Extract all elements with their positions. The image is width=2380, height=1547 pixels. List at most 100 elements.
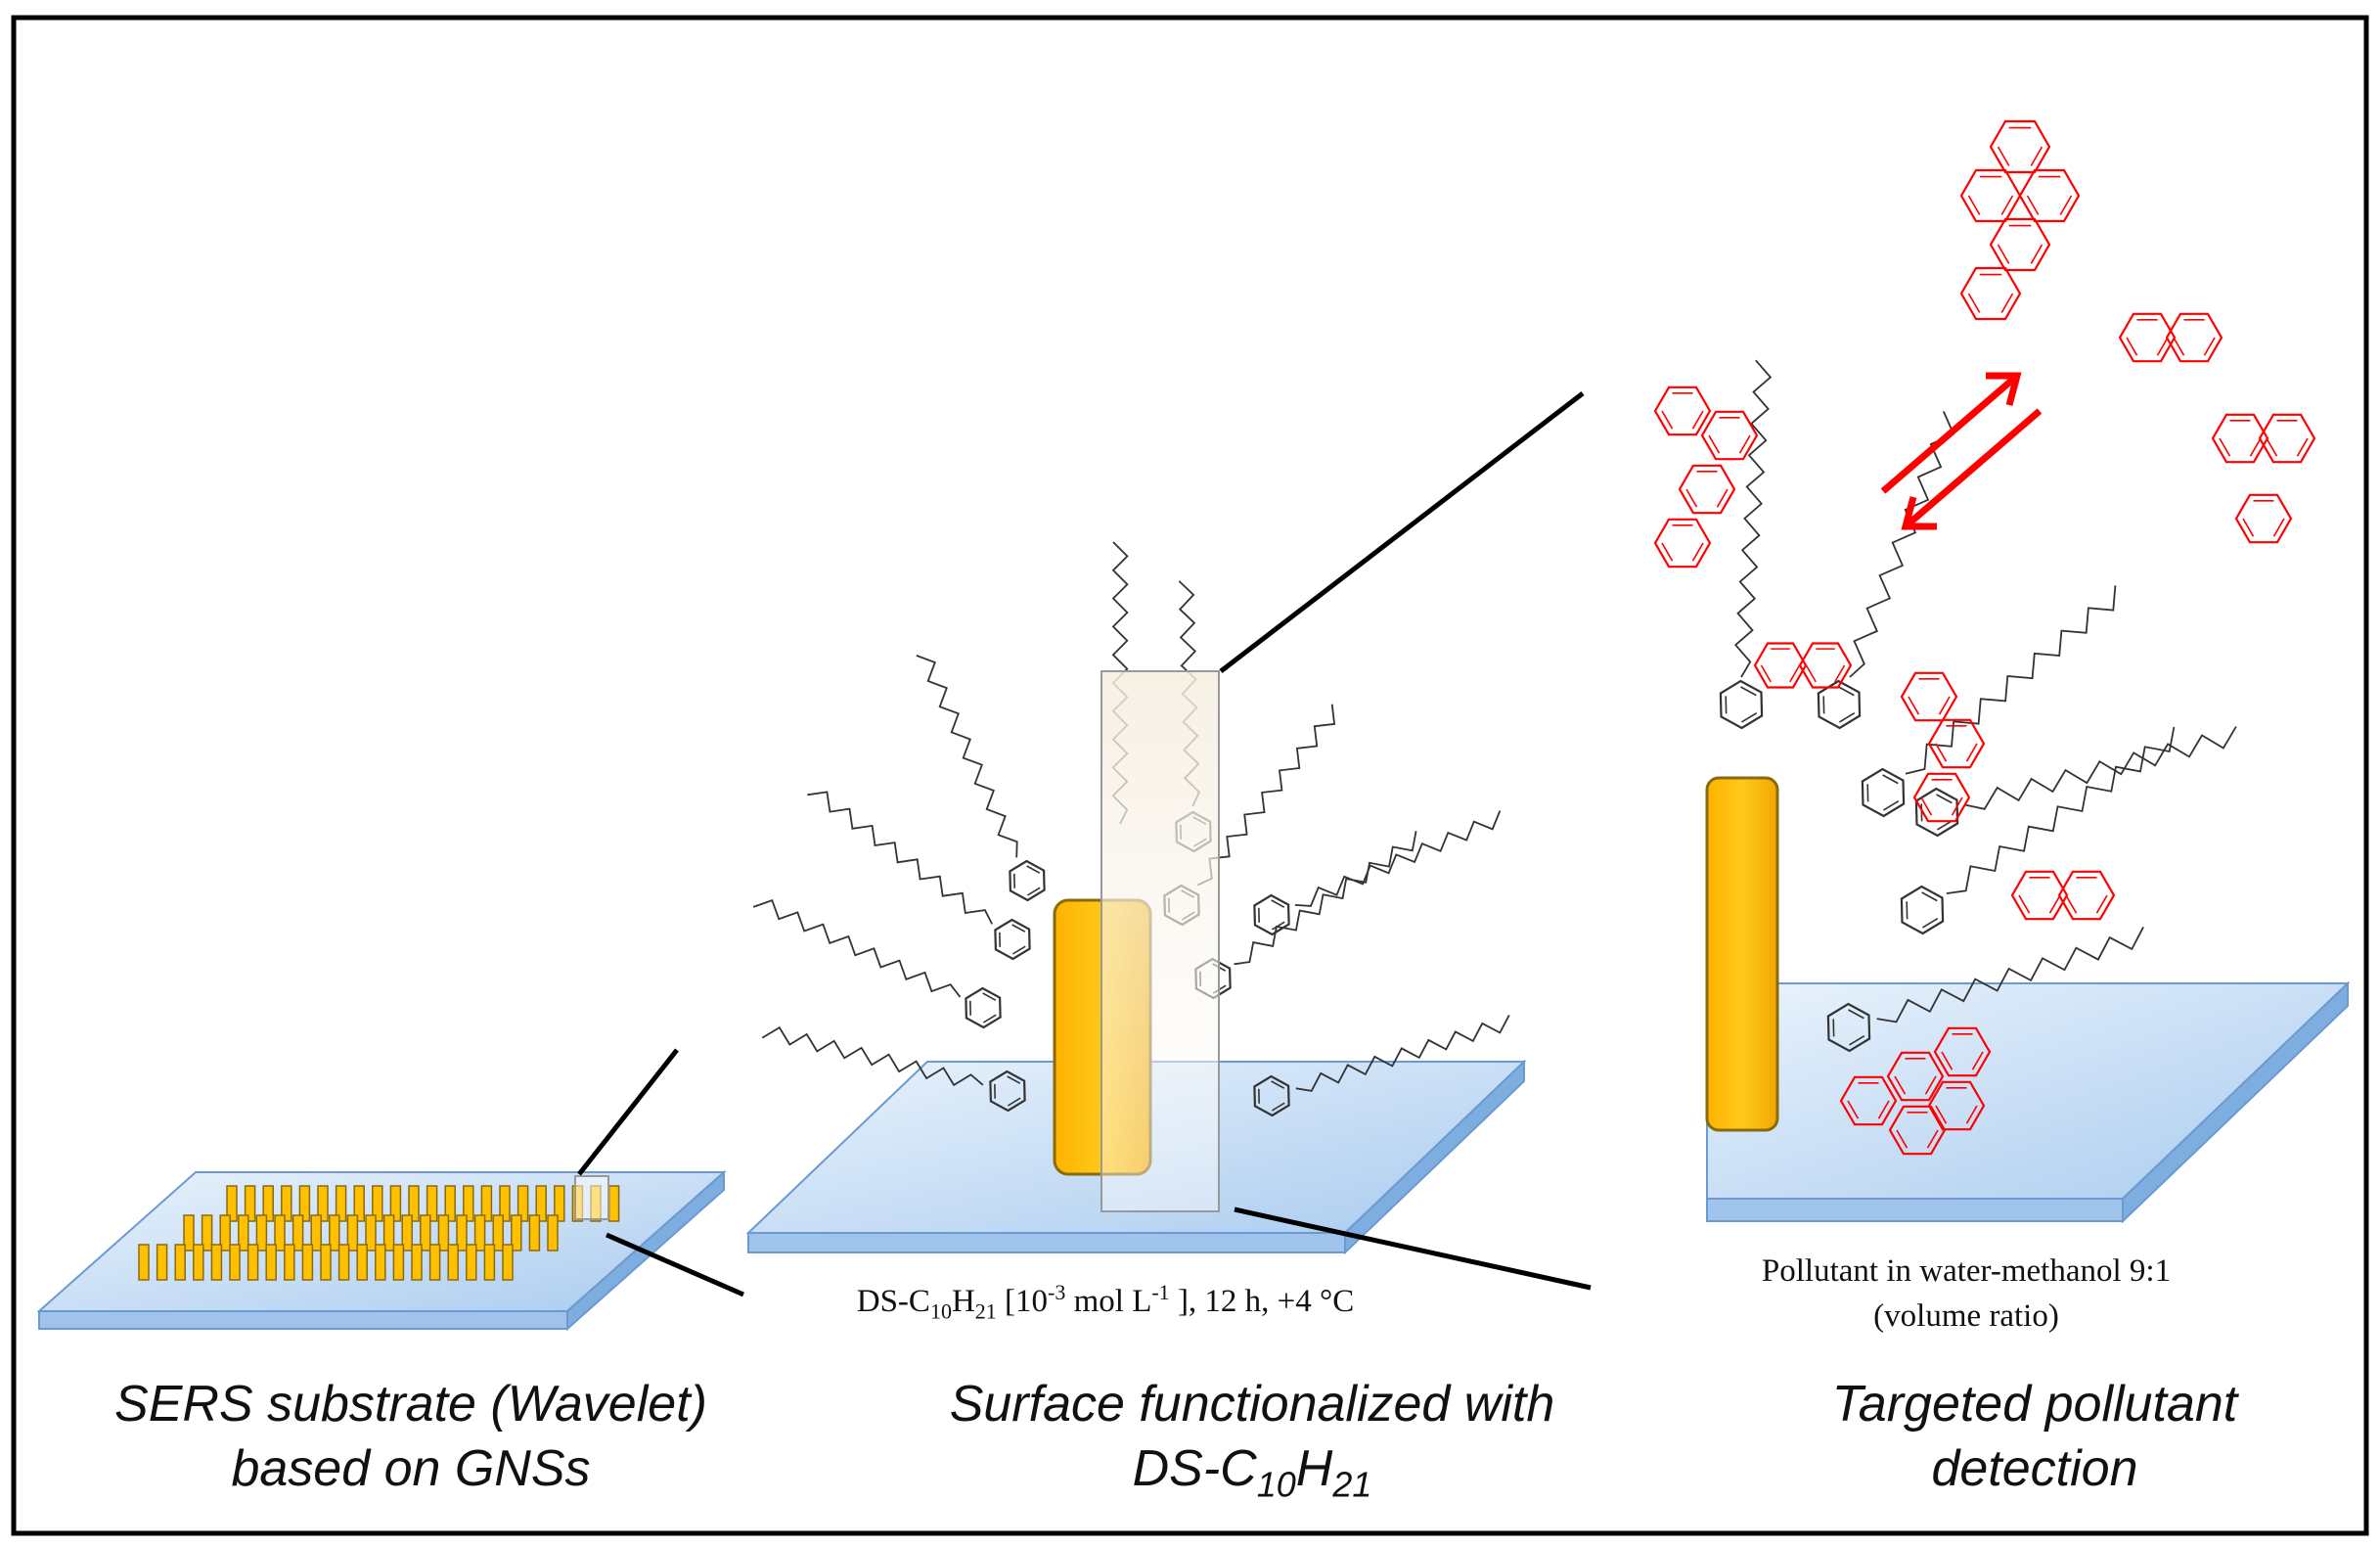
cap2-sub1: 10: [1256, 1464, 1296, 1505]
gold-rod: [528, 1214, 541, 1251]
aromatic-ring: [1959, 266, 2022, 321]
gold-rod: [346, 1214, 359, 1251]
gold-rod: [420, 1214, 431, 1251]
cond-exp1: -3: [1048, 1280, 1066, 1304]
aromatic-ring: [2010, 870, 2069, 921]
gold-rod: [463, 1185, 474, 1222]
gold-rod: [401, 1214, 413, 1251]
aromatic-ring: [2118, 312, 2177, 363]
alkyl-chain: [916, 655, 1018, 858]
dodecyl-biphenyl-chains-3: [1719, 359, 2237, 1053]
pyrene-like-pollutant: [1959, 119, 2081, 321]
aromatic-ring: [1678, 464, 1736, 515]
panel-3-caption: Targeted pollutant detection: [1741, 1372, 2328, 1501]
gold-rod: [466, 1244, 477, 1281]
cond-prefix: DS-C: [856, 1284, 930, 1319]
gold-rod: [437, 1214, 450, 1251]
alkyl-chain: [1905, 585, 2117, 775]
benzopyrene-pollutant: [1839, 1026, 1992, 1156]
benzene-ring: [1861, 767, 1906, 818]
panel-2-functionalized: [745, 391, 1592, 1291]
alkyl-chain: [1849, 411, 1955, 678]
gold-nanostar-rod-3: [1705, 776, 1779, 1132]
aromatic-ring: [1927, 1080, 1986, 1131]
alkyl-chain: [1234, 831, 1417, 966]
cond3-line2: (volume ratio): [1873, 1298, 2059, 1334]
gold-rod: [320, 1244, 332, 1281]
gold-rod: [502, 1244, 514, 1281]
aromatic-ring: [1912, 772, 1971, 823]
gold-rod: [499, 1185, 511, 1222]
gold-rod: [298, 1185, 311, 1222]
benzene-ring: [1817, 679, 1862, 730]
alkyl-chain: [807, 791, 994, 925]
gold-rod: [138, 1244, 150, 1281]
aromatic-ring: [1886, 1051, 1945, 1102]
alkyl-chain: [1294, 810, 1502, 907]
benzene-ring: [1009, 859, 1046, 902]
polyaromatic-pollutants: [1653, 119, 2316, 1156]
gold-rod: [156, 1244, 168, 1281]
gold-rod: [183, 1214, 195, 1251]
panel-2-condition: DS-C10H21 [10-3 mol L-1 ], 12 h, +4 °C: [763, 1270, 1448, 1335]
aromatic-ring: [1888, 1105, 1947, 1156]
gold-rod: [511, 1214, 522, 1251]
gold-nanostar-array: [138, 1185, 620, 1281]
benzene-ring: [1253, 1074, 1290, 1117]
gold-rod: [392, 1244, 405, 1281]
aromatic-ring: [1653, 386, 1712, 436]
gold-rod: [265, 1244, 277, 1281]
alkyl-chain: [1876, 926, 2144, 1024]
gold-rod: [365, 1214, 377, 1251]
gold-rod: [447, 1244, 459, 1281]
aromatic-ring: [1933, 1026, 1992, 1077]
gold-rod: [411, 1244, 423, 1281]
caption2-line1: Surface functionalized with: [949, 1376, 1555, 1433]
caption2-line2: DS-C10H21: [851, 1436, 1653, 1517]
gold-rod: [274, 1214, 286, 1251]
gold-rod: [219, 1214, 231, 1251]
panel-2-caption: Surface functionalized with DS-C10H21: [851, 1372, 1653, 1517]
panel-3-condition: Pollutant in water-methanol 9:1 (volume …: [1692, 1249, 2240, 1339]
gold-rod: [547, 1214, 559, 1251]
gold-rod: [483, 1244, 496, 1281]
gold-rod: [201, 1214, 213, 1251]
gold-rod: [408, 1185, 420, 1222]
equilibrium-arrows-icon: [1880, 372, 2043, 530]
gold-rod: [317, 1185, 329, 1222]
cond-sub2: 21: [974, 1298, 997, 1324]
alkyl-chain: [1733, 359, 1773, 678]
aromatic-ring: [2165, 312, 2223, 363]
gold-rod: [193, 1244, 204, 1281]
aromatic-ring: [1927, 718, 1986, 769]
cond-mid: H: [951, 1284, 975, 1319]
alkyl-chain: [1946, 726, 2176, 894]
aromatic-ring: [1753, 642, 1808, 689]
cond-exp2: -1: [1151, 1280, 1170, 1304]
gold-rod: [174, 1244, 186, 1281]
aromatic-ring: [1700, 410, 1759, 461]
caption1-line2: based on GNSs: [231, 1440, 591, 1497]
gold-rod: [389, 1185, 402, 1222]
gold-rod: [356, 1244, 368, 1281]
cap2-sub2: 21: [1332, 1464, 1372, 1505]
caption3-line1: Targeted pollutant: [1831, 1376, 2238, 1433]
gold-rod: [255, 1214, 268, 1251]
gold-rod: [375, 1244, 386, 1281]
gold-rod: [492, 1214, 504, 1251]
gold-rod: [382, 1214, 395, 1251]
cond-unit: mol L: [1065, 1284, 1152, 1319]
gold-rod: [353, 1185, 365, 1222]
zoom-box-2: [1100, 670, 1220, 1212]
gold-rod: [262, 1185, 274, 1222]
gold-rod: [535, 1185, 547, 1222]
cap2-mid: H: [1295, 1440, 1333, 1497]
cond-sub1: 10: [929, 1298, 952, 1324]
gold-rod: [426, 1185, 438, 1222]
gold-rod: [229, 1244, 241, 1281]
gold-rod: [226, 1185, 238, 1222]
aromatic-ring: [1839, 1075, 1898, 1126]
gold-rod: [335, 1185, 347, 1222]
panel-1-caption: SERS substrate (Wavelet) based on GNSs: [39, 1372, 783, 1501]
gold-rod: [444, 1185, 456, 1222]
